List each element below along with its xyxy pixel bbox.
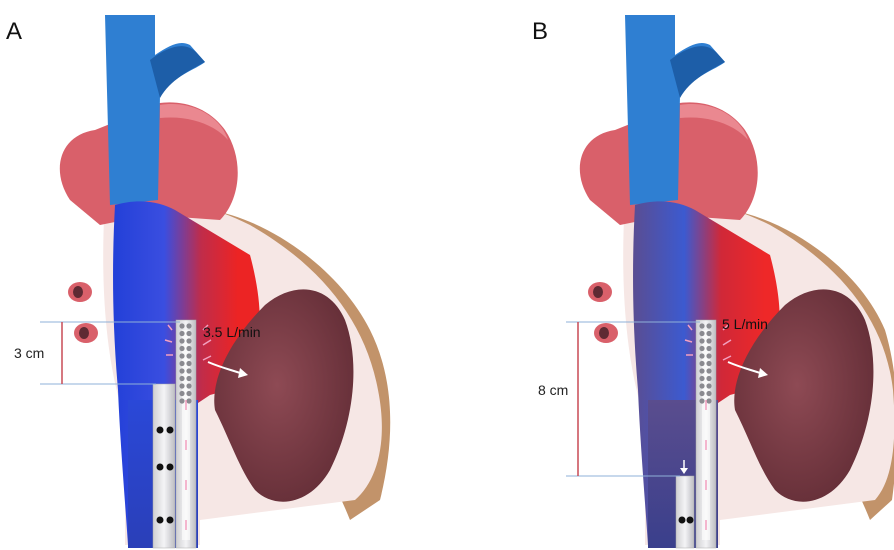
pulmonary-vessel-upper-lumen (73, 286, 83, 298)
outflow-hole (186, 383, 191, 388)
outflow-hole (186, 368, 191, 373)
outflow-hole (699, 331, 704, 336)
outflow-hole (699, 338, 704, 343)
outflow-hole (706, 353, 711, 358)
panel-b: B (532, 15, 894, 548)
outflow-hole (179, 398, 184, 403)
outflow-hole (699, 376, 704, 381)
outflow-hole (706, 383, 711, 388)
outflow-hole (186, 323, 191, 328)
outflow-hole (179, 383, 184, 388)
outflow-hole (179, 391, 184, 396)
outflow-hole (186, 361, 191, 366)
outflow-hole (706, 398, 711, 403)
outflow-hole (706, 323, 711, 328)
outflow-hole (706, 376, 711, 381)
distance-label: 8 cm (538, 382, 568, 398)
outflow-hole (186, 331, 191, 336)
panel-letter: B (532, 18, 548, 45)
outflow-hole (179, 323, 184, 328)
outflow-hole (706, 338, 711, 343)
outflow-hole (706, 361, 711, 366)
outflow-hole (179, 376, 184, 381)
outflow-hole (186, 338, 191, 343)
outflow-hole (699, 361, 704, 366)
outflow-hole (186, 376, 191, 381)
outflow-hole (706, 346, 711, 351)
outflow-hole (706, 368, 711, 373)
outflow-hole (699, 368, 704, 373)
outflow-hole (699, 346, 704, 351)
distance-label: 3 cm (14, 345, 44, 361)
panel-letter: A (6, 18, 22, 45)
outflow-hole (186, 353, 191, 358)
pulmonary-vessel-lower-lumen (79, 327, 89, 339)
pulmonary-vessel-upper-lumen (593, 286, 603, 298)
outflow-hole (699, 353, 704, 358)
outflow-hole (186, 391, 191, 396)
outflow-hole (706, 391, 711, 396)
flow-rate-label: 3.5 L/min (203, 324, 261, 340)
outflow-hole (179, 368, 184, 373)
outflow-hole (699, 383, 704, 388)
outflow-hole (179, 346, 184, 351)
outflow-hole (179, 353, 184, 358)
outflow-hole (699, 323, 704, 328)
outflow-hole (699, 391, 704, 396)
outflow-hole (179, 331, 184, 336)
outflow-hole (186, 398, 191, 403)
panel-a: A (6, 15, 390, 548)
pulmonary-vessel-lower-lumen (599, 327, 609, 339)
outflow-hole (706, 331, 711, 336)
flow-rate-label: 5 L/min (722, 316, 768, 332)
outflow-hole (186, 346, 191, 351)
outflow-hole (699, 398, 704, 403)
outflow-hole (179, 338, 184, 343)
outflow-hole (179, 361, 184, 366)
